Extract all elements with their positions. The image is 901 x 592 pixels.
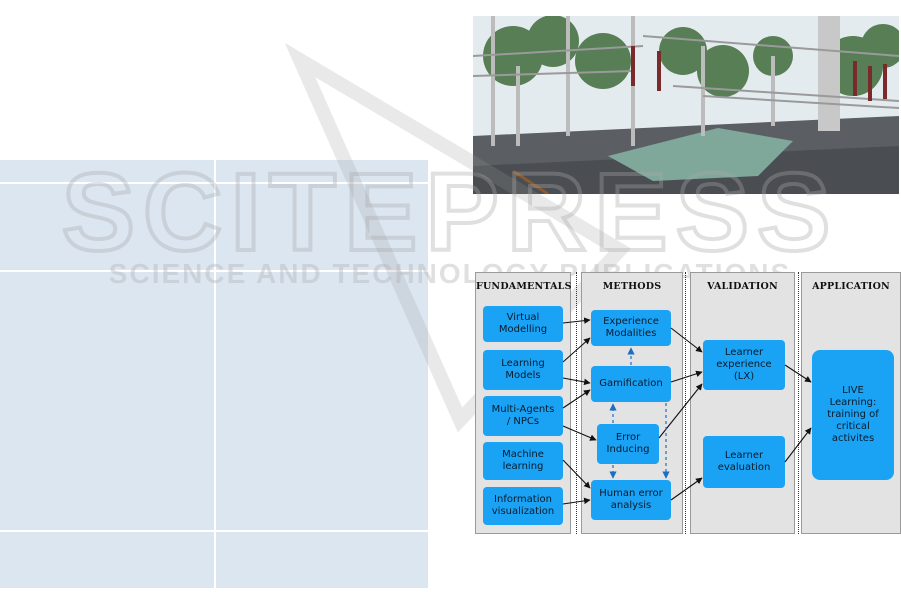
column-separator xyxy=(685,272,686,534)
arrow-human-error-to-evaluation xyxy=(670,477,703,501)
column-title: FUNDAMENTALS xyxy=(476,281,572,292)
table-row-divider xyxy=(0,270,428,272)
arrow-lx-to-live xyxy=(784,364,812,383)
arrow-agents-to-gamification xyxy=(562,389,591,409)
table-row-divider xyxy=(0,530,428,532)
node-virtual-modelling: Virtual Modelling xyxy=(483,306,563,342)
node-live-learning: LIVE Learning: training of critical acti… xyxy=(812,350,894,480)
substation-photo xyxy=(473,16,899,194)
table-panel xyxy=(0,160,428,588)
arrow-agents-to-error xyxy=(562,425,597,441)
substation-scene xyxy=(473,16,899,194)
node-learner-experience: Learner experience (LX) xyxy=(703,340,785,390)
arrow-learning-to-experience xyxy=(562,337,591,363)
node-multi-agents: Multi-Agents / NPCs xyxy=(483,396,563,436)
node-learning-models: Learning Models xyxy=(483,350,563,390)
arrow-infovis-to-human-error xyxy=(562,497,591,505)
arrow-gamification-to-lx xyxy=(670,370,703,383)
node-gamification: Gamification xyxy=(591,366,671,402)
column-title: APPLICATION xyxy=(812,281,890,292)
table-column-divider xyxy=(214,160,216,588)
node-learner-evaluation: Learner evaluation xyxy=(703,436,785,488)
arrow-evaluation-to-live xyxy=(784,427,812,463)
diagram-arrows xyxy=(562,317,812,505)
node-information-visualization: Information visualization xyxy=(483,487,563,525)
column-validation: VALIDATION xyxy=(690,272,795,534)
column-title: VALIDATION xyxy=(707,281,778,292)
arrow-experience-to-lx xyxy=(670,327,703,353)
node-error-inducing: Error Inducing xyxy=(597,424,659,464)
column-title: METHODS xyxy=(602,281,662,292)
column-separator xyxy=(576,272,577,534)
node-experience-modalities: Experience Modalities xyxy=(591,310,671,346)
arrow-virtual-to-experience xyxy=(562,317,591,324)
table-row-divider xyxy=(0,182,428,184)
node-human-error-analysis: Human error analysis xyxy=(591,480,671,520)
arrow-learning-to-gamification xyxy=(562,377,591,386)
column-separator xyxy=(798,272,799,534)
arrow-ml-to-human-error xyxy=(562,459,591,489)
framework-diagram: FUNDAMENTALS METHODS VALIDATION APPLICAT… xyxy=(473,270,901,536)
node-machine-learning: Machine learning xyxy=(483,442,563,480)
